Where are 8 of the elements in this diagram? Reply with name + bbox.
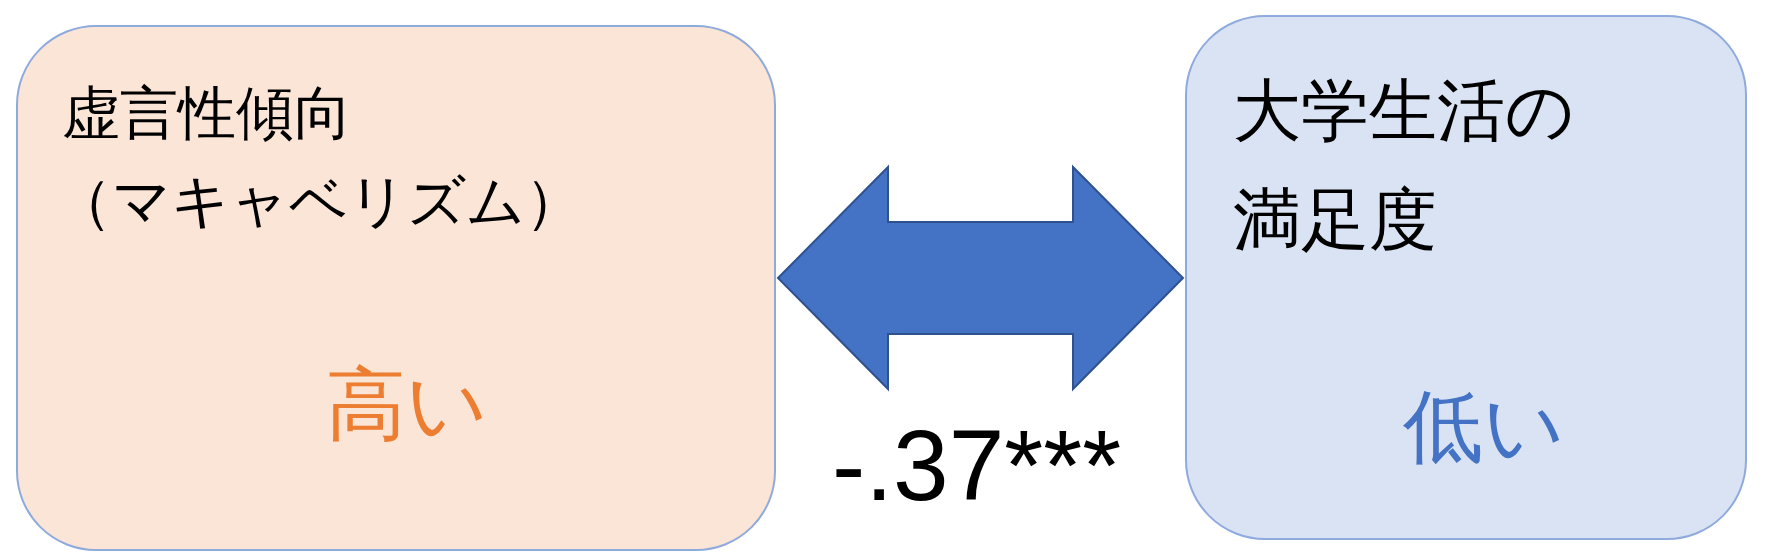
box-title: 虚言性傾向 [62, 79, 352, 149]
box-subtitle: （マキャベリズム） [54, 167, 583, 237]
rounded-box [16, 25, 776, 551]
double-arrow [776, 164, 1185, 392]
level-label: 高い [326, 357, 488, 453]
box-title: 大学生活の満足度 [1233, 70, 1576, 261]
rounded-box [1185, 15, 1747, 540]
level-label: 低い [1403, 379, 1565, 475]
